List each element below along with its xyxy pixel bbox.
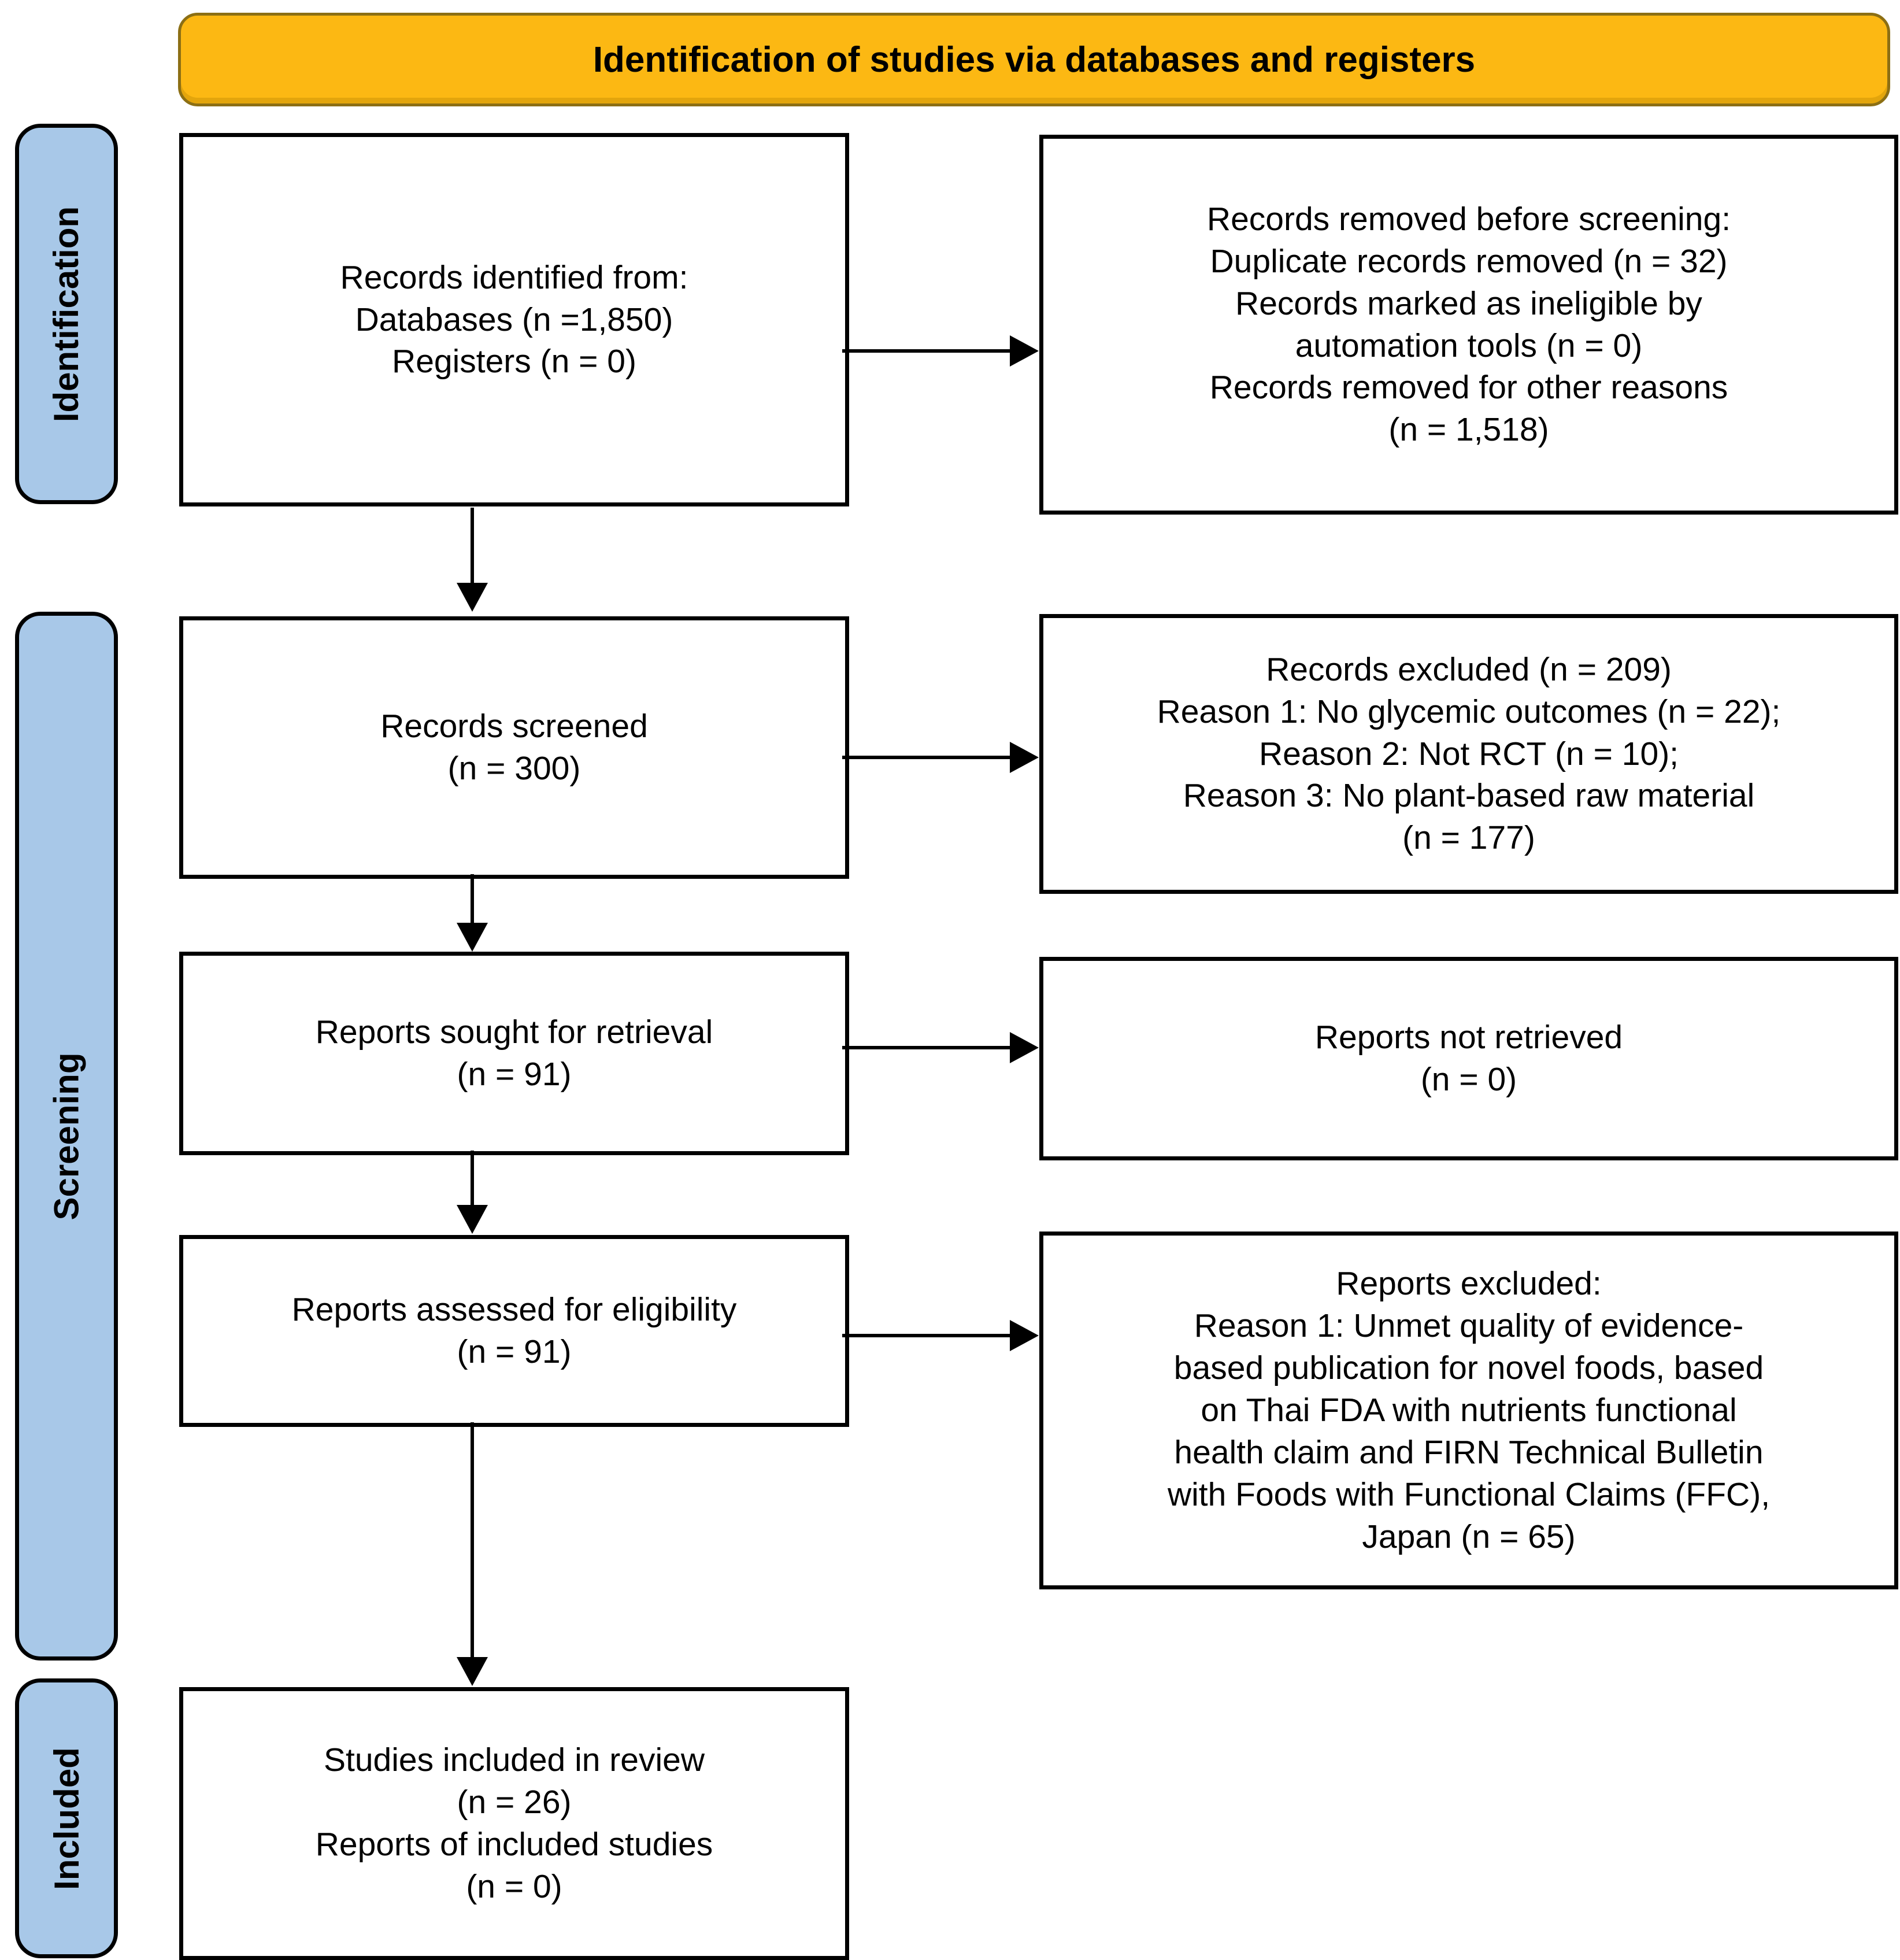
stage-label-screening: Screening — [15, 612, 118, 1661]
text-line: Databases (n =1,850) — [355, 301, 673, 338]
box-studies-included-in-review: Studies included in review (n = 26) Report… — [179, 1687, 849, 1960]
stage-label-included: Included — [15, 1678, 118, 1958]
box-records-removed-before-screening: Records removed before screening: Duplica… — [1039, 135, 1898, 515]
stage-label-identification-text: Identification — [47, 206, 86, 422]
text-line: Reason 1: Unmet quality of evidence- — [1194, 1307, 1744, 1345]
text-line: automation tools (n = 0) — [1295, 327, 1643, 364]
stage-label-identification: Identification — [15, 124, 118, 504]
text-line: Reason 2: Not RCT (n = 10); — [1258, 735, 1679, 772]
text-line: Records removed for other reasons — [1209, 369, 1728, 406]
box-records-excluded: Records excluded (n = 209) Reason 1: No g… — [1039, 614, 1898, 894]
text-line: Japan (n = 65) — [1362, 1518, 1576, 1555]
arrow-down-identified-to-screened-icon — [471, 508, 474, 584]
text-line: (n = 0) — [466, 1867, 562, 1905]
text-line: Reports sought for retrieval — [315, 1014, 713, 1051]
text-line: Reports assessed for eligibility — [291, 1291, 737, 1329]
text-line: (n = 300) — [447, 750, 581, 787]
text-line: (n = 91) — [457, 1056, 572, 1093]
box-reports-excluded: Reports excluded: Reason 1: Unmet quality… — [1039, 1232, 1898, 1589]
text-line: (n = 177) — [1402, 819, 1535, 857]
text-line: Reports of included studies — [315, 1826, 713, 1863]
arrow-right-screened-to-excluded-icon — [842, 756, 1011, 759]
box-records-screened: Records screened (n = 300) — [179, 616, 849, 879]
text-line: Records screened — [380, 708, 648, 745]
stage-label-included-text: Included — [47, 1747, 86, 1890]
arrow-right-sought-to-not-retrieved-icon — [842, 1046, 1011, 1049]
text-line: based publication for novel foods, based — [1173, 1349, 1764, 1387]
arrow-down-assessed-to-included-icon — [471, 1422, 474, 1658]
text-line: (n = 0) — [1420, 1061, 1517, 1098]
box-reports-sought-for-retrieval: Reports sought for retrieval (n = 91) — [179, 952, 849, 1155]
arrow-down-screened-to-sought-icon — [471, 874, 474, 924]
text-line: Studies included in review — [323, 1741, 705, 1779]
box-reports-assessed-for-eligibility: Reports assessed for eligibility (n = 91) — [179, 1235, 849, 1427]
text-line: Registers (n = 0) — [392, 343, 636, 380]
banner-title: Identification of studies via databases … — [178, 13, 1890, 106]
text-line: Reason 1: No glycemic outcomes (n = 22); — [1157, 693, 1781, 730]
text-line: Reports excluded: — [1336, 1265, 1602, 1303]
stage-label-screening-text: Screening — [47, 1052, 86, 1221]
text-line: (n = 1,518) — [1388, 411, 1549, 449]
box-reports-not-retrieved: Reports not retrieved (n = 0) — [1039, 957, 1898, 1160]
arrow-right-assessed-to-excluded-icon — [842, 1334, 1011, 1337]
arrow-down-sought-to-assessed-icon — [471, 1151, 474, 1206]
text-line: Records marked as ineligible by — [1235, 284, 1702, 322]
arrow-right-identified-to-removed-icon — [842, 349, 1011, 353]
text-line: Reports not retrieved — [1314, 1019, 1623, 1056]
text-line: Duplicate records removed (n = 32) — [1210, 242, 1728, 280]
text-line: Reason 3: No plant-based raw material — [1183, 777, 1755, 815]
text-line: (n = 26) — [457, 1784, 572, 1821]
box-records-identified: Records identified from: Databases (n =1,… — [179, 133, 849, 506]
text-line: Records removed before screening: — [1206, 200, 1731, 238]
text-line: with Foods with Functional Claims (FFC), — [1167, 1475, 1771, 1513]
banner-title-text: Identification of studies via databases … — [592, 39, 1476, 80]
text-line: Records excluded (n = 209) — [1266, 650, 1672, 688]
text-line: health claim and FIRN Technical Bulletin — [1174, 1433, 1764, 1471]
text-line: (n = 91) — [457, 1333, 572, 1370]
text-line: Records identified from: — [340, 258, 688, 296]
text-line: on Thai FDA with nutrients functional — [1201, 1392, 1737, 1429]
